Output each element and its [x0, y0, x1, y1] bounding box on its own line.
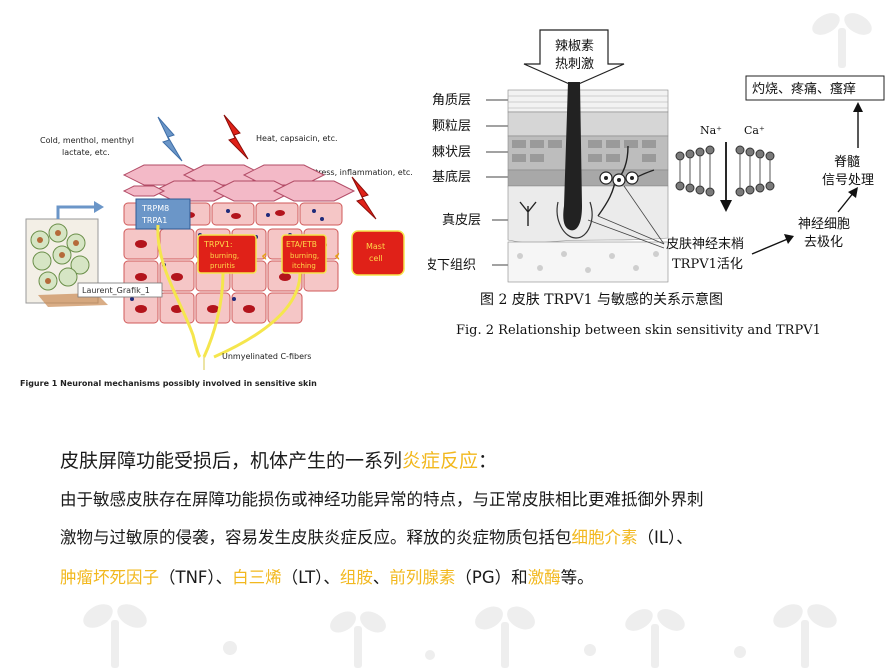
stimulus-label-1: 辣椒素	[555, 39, 594, 54]
trpv1-box	[197, 234, 257, 274]
line-3-text: 、	[372, 568, 390, 587]
figure-2-caption-cn: 图 2 皮肤 TRPV1 与敏感的关系示意图	[480, 291, 723, 308]
figure-2-trpv1-diagram: 辣椒素 热刺激 角质层 颗粒层 棘状层 基底层 真皮层 皮下组织	[428, 29, 885, 338]
eta-etb-box	[281, 234, 327, 274]
layer-label: 颗粒层	[432, 119, 471, 134]
sprout-icon	[625, 609, 685, 668]
sprout-icon	[83, 604, 147, 668]
spinal-label-1: 脊髓	[834, 155, 860, 170]
label-stress: Stress, inflammation, etc.	[310, 168, 413, 177]
layer-label: 基底层	[432, 169, 471, 185]
label-na: Na⁺	[700, 124, 722, 137]
highlight-interleukin: 细胞介素	[571, 528, 638, 547]
sprout-icon	[773, 604, 837, 668]
trpm8-trpa1-box	[135, 198, 191, 230]
figure-1-sensitive-skin-mechanisms: Cold, menthol, menthyl lactate, etc. Hea…	[20, 114, 413, 388]
skin-layers	[507, 89, 669, 283]
inset-arrow-icon	[56, 205, 94, 219]
arrow-left-icon: ‹	[261, 246, 268, 265]
label-trpv1: TRPV1:	[203, 240, 233, 249]
label-fibers: Unmyelinated C-fibers	[222, 352, 311, 361]
highlight-prostaglandin: 前列腺素	[389, 568, 456, 587]
sprout-icon	[475, 606, 535, 668]
figure-2-caption-en: Fig. 2 Relationship between skin sensiti…	[456, 323, 821, 338]
stratum-corneum-cells	[122, 164, 356, 202]
highlight-tnf: 肿瘤坏死因子	[60, 568, 159, 587]
paragraph-line-3: 肿瘤坏死因子（TNF）、白三烯（LT）、组胺、前列腺素（PG）和激酶等。	[60, 564, 594, 588]
stress-stimulus-bolt-icon	[351, 176, 377, 220]
heading-highlight: 炎症反应	[402, 450, 479, 472]
tooltip-text: Laurent_Grafik_1	[82, 286, 150, 295]
layer-label: 角质层	[432, 93, 471, 108]
line-2-text: 激物与过敏原的侵袭，容易发生皮肤炎症反应。释放的炎症物质包括包	[60, 528, 572, 547]
label-trpa1: TRPA1	[141, 216, 167, 225]
figure-1-caption: Figure 1 Neuronal mechanisms possibly in…	[20, 379, 317, 388]
label-cold-2: lactate, etc.	[62, 148, 110, 157]
label-cold: Cold, menthol, menthyl	[40, 136, 134, 145]
outcome-box	[745, 75, 885, 101]
paragraph-line-2: 激物与过敏原的侵袭，容易发生皮肤炎症反应。释放的炎症物质包括包细胞介素（IL）、	[60, 524, 693, 548]
line-3-text: （TNF）、	[159, 568, 233, 587]
cold-stimulus-bolt-icon	[157, 116, 183, 162]
heading-text: 皮肤屏障功能受损后，机体产生的一系列	[60, 450, 403, 472]
label-trpv1-sub-2: pruritis	[210, 262, 235, 270]
inset-cell-cluster	[30, 223, 90, 291]
line-1-text: 由于敏感皮肤存在屏障功能损伤或神经功能异常的特点，与正常皮肤相比更难抵御外界刺	[60, 490, 704, 509]
line-3-text: （PG）和	[455, 568, 528, 587]
highlight-kinase: 激酶	[527, 568, 561, 587]
heat-stimulus-bolt-icon	[223, 114, 249, 160]
nerve-label-1: 皮肤神经末梢	[666, 237, 744, 252]
layer-label: 皮下组织	[428, 258, 476, 273]
label-eta-sub: burning,	[290, 252, 319, 260]
label-trpm8: TRPM8	[141, 204, 169, 213]
line-2-tail: （IL）、	[637, 528, 693, 547]
highlight-leukotriene: 白三烯	[232, 568, 282, 587]
nerve-label-2: TRPV1活化	[672, 257, 743, 272]
spinal-label-2: 信号处理	[822, 173, 874, 188]
highlight-histamine: 组胺	[339, 568, 373, 587]
neuron-label-2: 去极化	[804, 235, 843, 250]
layer-label: 真皮层	[442, 213, 481, 228]
stimulus-arrow-icon	[523, 29, 625, 87]
label-eta: ETA/ETB	[286, 240, 317, 249]
line-3-text: （LT）、	[281, 568, 340, 587]
arrow-left-icon: ‹	[334, 246, 341, 265]
sprout-icon	[330, 611, 386, 668]
layer-label: 棘状层	[432, 145, 471, 160]
hair-shaft	[563, 82, 582, 231]
c-fiber-nerves	[156, 224, 302, 359]
label-trpv1-sub: burning,	[210, 252, 239, 260]
section-heading: 皮肤屏障功能受损后，机体产生的一系列炎症反应：	[60, 446, 497, 473]
label-mast: Mast	[366, 242, 385, 251]
neuron-label-1: 神经细胞	[798, 217, 850, 232]
outcome-label: 灼烧、疼痛、瘙痒	[752, 81, 856, 97]
tooltip-box	[77, 282, 163, 298]
paragraph-line-1: 由于敏感皮肤存在屏障功能损伤或神经功能异常的特点，与正常皮肤相比更难抵御外界刺	[60, 486, 704, 510]
label-heat: Heat, capsaicin, etc.	[256, 134, 338, 143]
sprout-icon	[812, 13, 872, 68]
line-3-text: 等。	[560, 568, 594, 587]
stimulus-label-2: 热刺激	[555, 57, 594, 72]
ion-channel-membrane	[675, 145, 775, 197]
label-mast-2: cell	[369, 254, 383, 263]
mast-cell-box	[351, 230, 405, 276]
label-ca: Ca⁺	[744, 124, 765, 137]
heading-colon: ：	[478, 450, 498, 472]
label-eta-sub-2: itching	[292, 262, 316, 270]
